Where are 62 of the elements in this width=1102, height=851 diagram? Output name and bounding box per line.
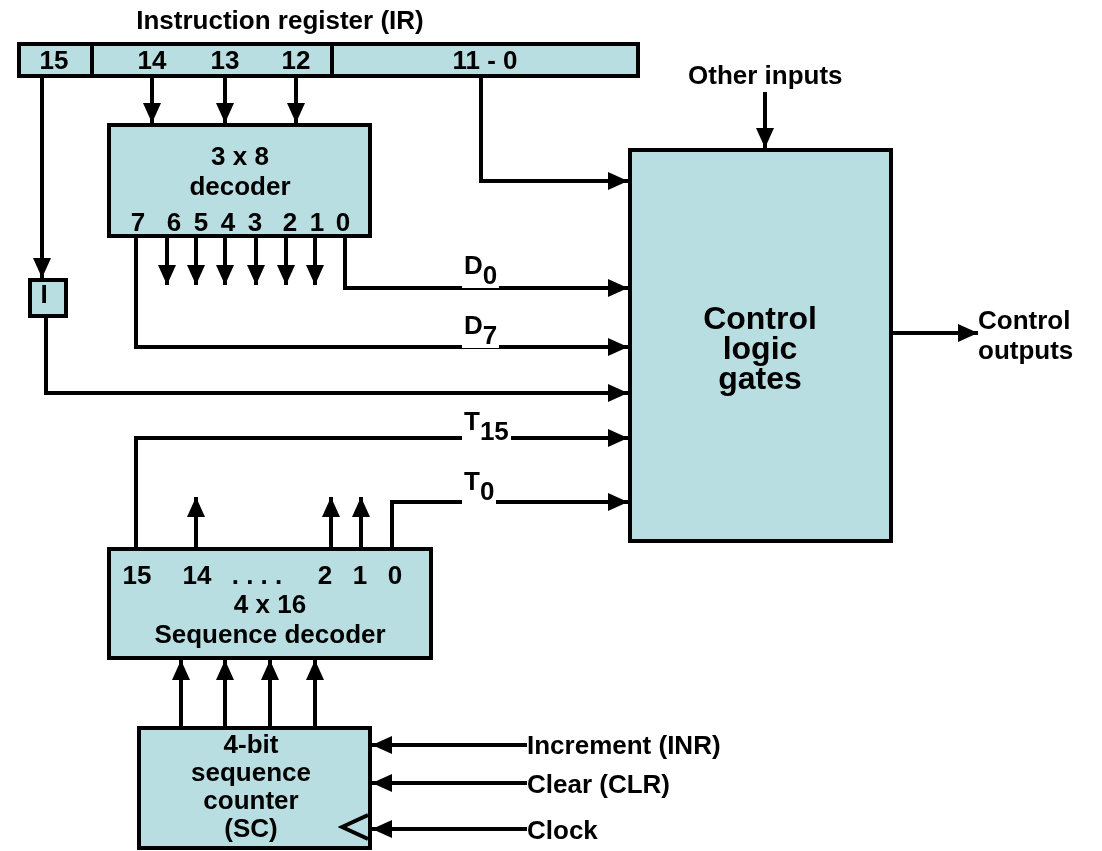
pin-number: 4 (220, 207, 236, 237)
arrow (216, 78, 234, 123)
arrow (372, 774, 527, 792)
pin-number: 5 (193, 207, 209, 237)
arrow (172, 660, 190, 726)
arrow (322, 497, 340, 547)
pin-number: 0 (387, 560, 403, 590)
bit-number: 11 - 0 (452, 45, 518, 75)
bit-number: 12 (281, 45, 311, 75)
control-logic-box (628, 148, 893, 543)
box-label: 4-bit sequence counter (SC) (191, 730, 311, 842)
arrow (372, 820, 527, 838)
pin-number: 15 (122, 560, 152, 590)
bit-number: 14 (137, 45, 167, 75)
arrow (306, 238, 324, 285)
pin-number: 2 (282, 207, 298, 237)
signal-label: Control outputs (978, 303, 1102, 367)
flip-flop-box (28, 278, 68, 318)
arrow (479, 78, 628, 190)
signal-label: Clock (517, 813, 622, 847)
signal-label: Other inputs (688, 58, 878, 92)
pin-number: 14 (182, 560, 212, 590)
box-label: 4 x 16 Sequence decoder (154, 589, 386, 649)
arrow (187, 238, 205, 285)
bit-number: 15 (39, 45, 69, 75)
signal-label: Clear (CLR) (517, 767, 707, 801)
arrow (306, 660, 324, 726)
decoder-box (107, 123, 372, 238)
arrow (390, 493, 628, 547)
box-label: 3 x 8 decoder (189, 141, 291, 201)
arrow (187, 497, 205, 547)
arrow (352, 497, 370, 547)
arrow (756, 92, 774, 148)
arrow (33, 78, 51, 278)
arrow (143, 78, 161, 123)
arrow (277, 238, 295, 285)
pin-number: 2 (317, 560, 333, 590)
box-label: I (40, 279, 48, 309)
bit-number: 13 (210, 45, 240, 75)
arrow (134, 429, 628, 547)
arrow (216, 660, 234, 726)
signal-label: Increment (INR) (517, 728, 787, 762)
arrow (134, 238, 628, 356)
arrow (372, 736, 527, 754)
pin-number: . . . . (231, 560, 283, 590)
counter-box (137, 726, 372, 850)
pin-number: 0 (335, 207, 351, 237)
pin-number: 6 (166, 207, 182, 237)
pin-number: 1 (309, 207, 325, 237)
arrow (44, 318, 628, 402)
arrow (247, 238, 265, 285)
arrow (158, 238, 176, 285)
sequence-decoder-box (107, 547, 433, 660)
arrow (287, 78, 305, 123)
pin-number: 7 (130, 207, 146, 237)
arrow (216, 238, 234, 285)
arrow (261, 660, 279, 726)
arrow (343, 238, 628, 297)
pin-number: 1 (352, 560, 368, 590)
register-title: Instruction register (IR) (136, 5, 424, 35)
arrow (893, 324, 978, 342)
pin-number: 3 (247, 207, 263, 237)
